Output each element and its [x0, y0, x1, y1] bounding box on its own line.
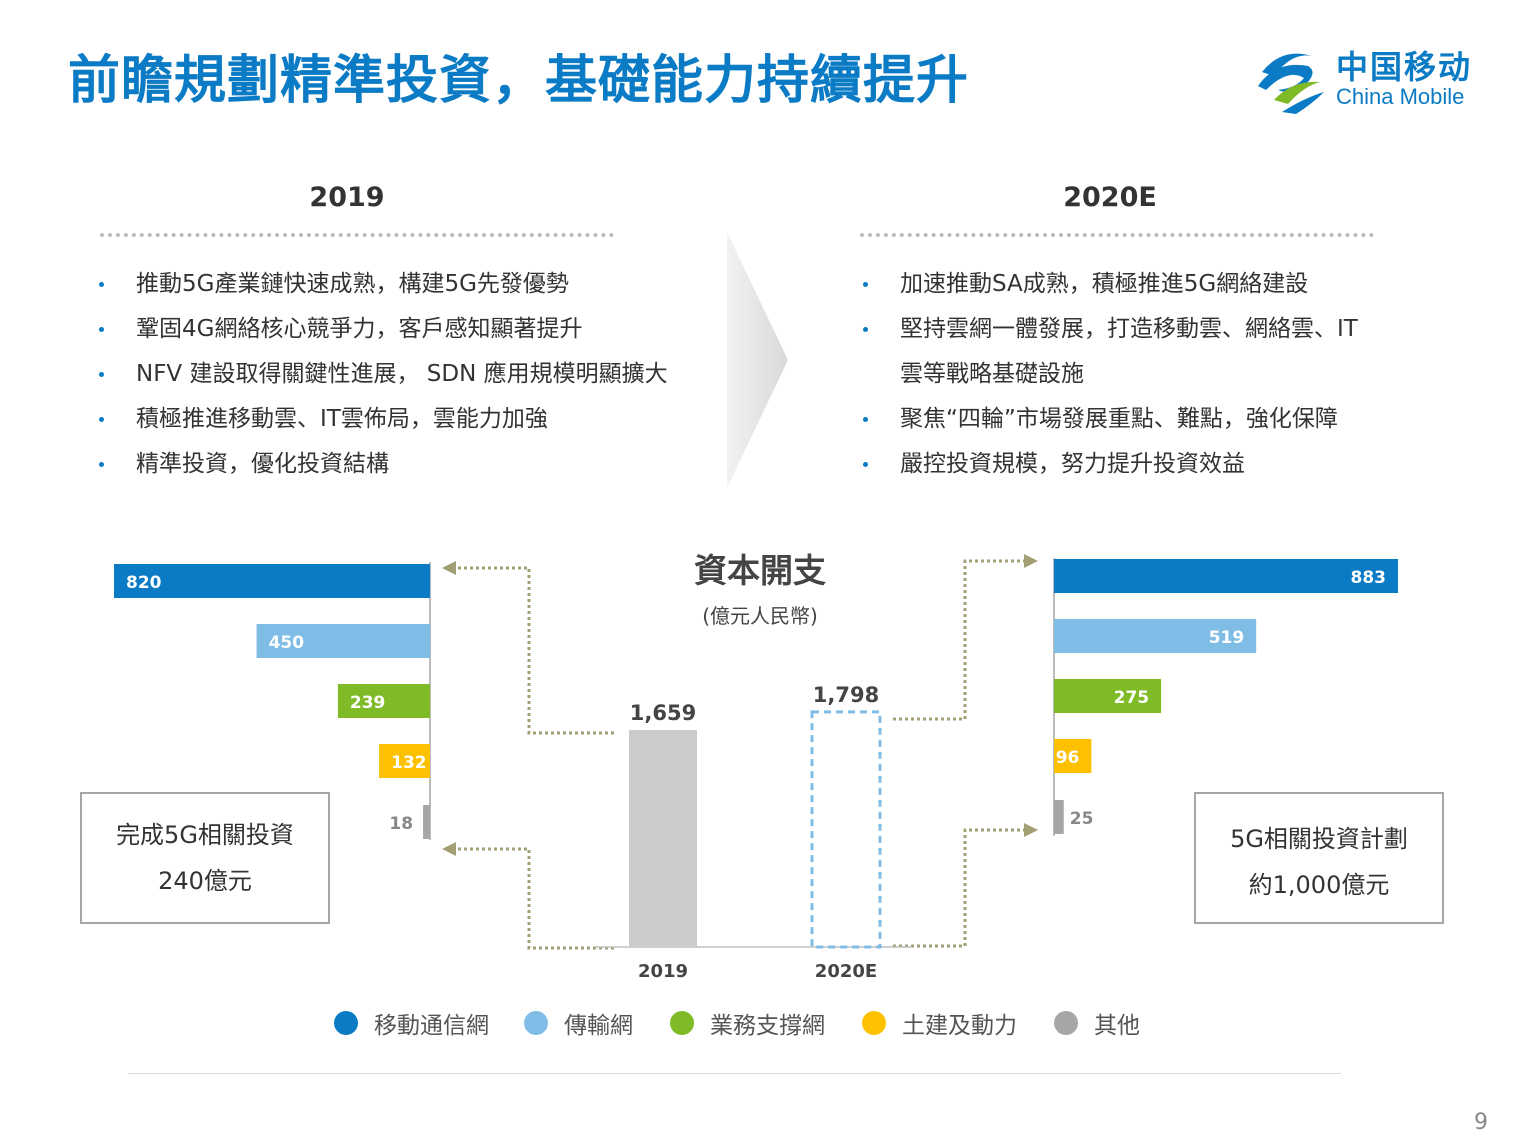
right-5g-investment-note: 5G相關投資計劃 約1,000億元: [1194, 792, 1444, 924]
bar-value-label: 96: [1056, 748, 1080, 768]
bar-value-label: 239: [350, 693, 386, 713]
left-bullet-list: 推動5G產業鏈快速成熟，構建5G先發優勢鞏固4G網絡核心競爭力，客戶感知顯著提升…: [99, 262, 668, 487]
bullet-dot-icon: [863, 327, 868, 332]
china-mobile-logo-icon: [1258, 53, 1324, 114]
bar-2020e-土建及動力: [1054, 739, 1092, 773]
total-bar-2019: [629, 730, 697, 947]
connector-2019-top: [456, 566, 614, 735]
bullet-dot-icon: [99, 327, 104, 332]
total-bar-2020e: [810, 710, 882, 949]
right-bullet-list: 加速推動SA成熟，積極推進5G網絡建設堅持雲網一體發展，打造移動雲、網絡雲、IT…: [863, 262, 1358, 487]
bullet-dot-icon: [99, 462, 104, 467]
legend-item: 傳輸網: [524, 1006, 633, 1040]
left-year-heading: 2019: [309, 182, 385, 213]
bar-2020e-傳輸網: [1054, 619, 1257, 653]
bar-2020e-業務支撐網: [1054, 679, 1162, 713]
bar-2019-土建及動力: [379, 744, 430, 778]
category-tick-label: 2020E: [815, 961, 877, 982]
page-title: 前瞻規劃精準投資，基礎能力持續提升: [68, 51, 970, 111]
left-divider: [100, 233, 614, 237]
bullet-dot-icon: [863, 417, 868, 422]
left-bullet-item: 鞏固4G網絡核心競爭力，客戶感知顯著提升: [99, 307, 668, 352]
legend-label: 土建及動力: [902, 1013, 1017, 1039]
bullet-dot-icon: [863, 462, 868, 467]
legend-dot-icon: [524, 1011, 548, 1035]
bullet-text: 加速推動SA成熟，積極推進5G網絡建設: [900, 271, 1309, 297]
connector-arrow-icon: [442, 842, 456, 856]
bullet-text: 積極推進移動雲、IT雲佈局，雲能力加強: [136, 406, 548, 432]
total-value-label: 1,659: [630, 701, 696, 725]
logo-chinese-text: 中国移动: [1336, 48, 1473, 86]
chart-subtitle: (億元人民幣): [702, 604, 818, 628]
right-note-line-2: 約1,000億元: [1248, 871, 1390, 899]
left-bullet-item: NFV 建設取得關鍵性進展， SDN 應用規模明顯擴大: [99, 352, 668, 397]
left-bullet-item: 精準投資，優化投資結構: [99, 442, 668, 487]
connector-arrow-icon: [1024, 554, 1038, 568]
bar-value-label: 132: [391, 753, 427, 773]
right-year-heading: 2020E: [1063, 182, 1157, 213]
legend-item: 土建及動力: [862, 1006, 1017, 1040]
bullet-text: 推動5G產業鏈快速成熟，構建5G先發優勢: [136, 271, 569, 297]
legend-label: 業務支撐網: [710, 1013, 825, 1039]
bar-value-label: 25: [1070, 809, 1094, 829]
logo-english-text: China Mobile: [1336, 84, 1465, 109]
legend-item: 業務支撐網: [670, 1006, 825, 1040]
legend-item: 其他: [1054, 1006, 1140, 1040]
bullet-dot-icon: [99, 282, 104, 287]
bar-2019-業務支撐網: [337, 684, 430, 718]
bar-value-label: 450: [269, 633, 305, 653]
footer-rule: [128, 1073, 1341, 1074]
connector-2019-bottom: [456, 847, 614, 950]
bullet-dot-icon: [99, 372, 104, 377]
connector-2020-top: [893, 559, 1024, 721]
bullet-text: 精準投資，優化投資結構: [136, 451, 389, 477]
bar-2019-傳輸網: [256, 624, 430, 658]
china-mobile-logo: 中国移动 China Mobile: [1252, 42, 1492, 117]
bar-value-label: 883: [1351, 568, 1387, 588]
left-bullet-item: 推動5G產業鏈快速成熟，構建5G先發優勢: [99, 262, 668, 307]
left-bullet-item: 積極推進移動雲、IT雲佈局，雲能力加強: [99, 397, 668, 442]
right-bullet-item: 嚴控投資規模，努力提升投資效益: [863, 442, 1358, 487]
right-divider: [860, 233, 1374, 237]
bar-value-label: 275: [1114, 688, 1150, 708]
legend-dot-icon: [1054, 1011, 1078, 1035]
bullet-text: 聚焦“四輪”市場發展重點、難點，強化保障: [900, 406, 1338, 432]
legend-dot-icon: [334, 1011, 358, 1035]
bar-value-label: 519: [1209, 628, 1245, 648]
bullet-text: 嚴控投資規模，努力提升投資效益: [900, 451, 1245, 477]
connector-arrow-icon: [1024, 823, 1038, 837]
bullet-text: 堅持雲網一體發展，打造移動雲、網絡雲、IT: [900, 316, 1358, 342]
connector-arrow-icon: [442, 561, 456, 575]
bar-value-label: 820: [126, 573, 162, 593]
legend-label: 傳輸網: [564, 1013, 633, 1039]
bullet-text: 雲等戰略基礎設施: [900, 361, 1084, 387]
bar-2020e-其他: [1054, 800, 1064, 834]
bullet-dot-icon: [863, 282, 868, 287]
right-bullet-item: 堅持雲網一體發展，打造移動雲、網絡雲、IT 雲等戰略基礎設施: [863, 307, 1358, 397]
bullet-dot-icon: [99, 417, 104, 422]
right-bullet-item: 聚焦“四輪”市場發展重點、難點，強化保障: [863, 397, 1358, 442]
left-note-line-1: 完成5G相關投資: [116, 821, 294, 849]
left-5g-investment-note: 完成5G相關投資 240億元: [80, 792, 330, 924]
chart-title: 資本開支: [694, 551, 826, 590]
legend-label: 其他: [1094, 1013, 1140, 1039]
right-note-line-1: 5G相關投資計劃: [1230, 825, 1408, 853]
bullet-text: 鞏固4G網絡核心競爭力，客戶感知顯著提升: [136, 316, 583, 342]
page-number: 9: [1474, 1110, 1488, 1135]
bar-value-label: 18: [389, 814, 413, 834]
legend-dot-icon: [670, 1011, 694, 1035]
bullet-text: NFV 建設取得關鍵性進展， SDN 應用規模明顯擴大: [136, 361, 668, 387]
bar-2019-移動通信網: [114, 564, 430, 598]
bar-2020e-移動通信網: [1054, 559, 1398, 593]
connector-2020-bottom: [893, 828, 1024, 948]
legend-item: 移動通信網: [334, 1006, 489, 1040]
left-note-line-2: 240億元: [158, 867, 252, 895]
right-bullet-item: 加速推動SA成熟，積極推進5G網絡建設: [863, 262, 1358, 307]
category-tick-label: 2019: [638, 961, 688, 982]
total-value-label: 1,798: [813, 683, 879, 707]
legend-dot-icon: [862, 1011, 886, 1035]
bar-2019-其他: [423, 805, 430, 839]
legend-label: 移動通信網: [374, 1013, 489, 1039]
